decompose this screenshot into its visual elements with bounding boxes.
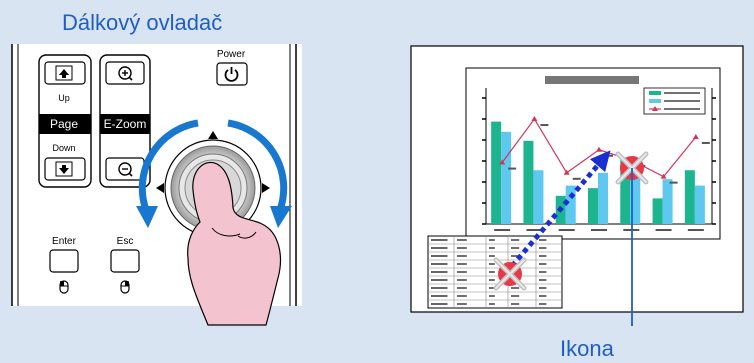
mouse-left-icon <box>59 280 69 294</box>
down-label: Down <box>52 143 75 153</box>
bar-series-1 <box>652 198 663 224</box>
rotate-left-arc <box>138 119 199 212</box>
remote-title: Dálkový ovladač <box>62 10 223 35</box>
line-point <box>531 116 538 122</box>
rotate-left-arrow-icon <box>136 206 158 228</box>
up-arrow-icon <box>59 69 69 78</box>
mouse-right-icon <box>120 280 130 294</box>
chart-title-bar <box>545 76 639 84</box>
zoom-out-icon <box>118 162 132 176</box>
move-arrow <box>510 150 611 268</box>
bar-series-1 <box>620 160 631 224</box>
esc-button[interactable] <box>110 249 140 273</box>
line-point <box>499 159 506 165</box>
power-icon <box>224 69 239 82</box>
up-label: Up <box>58 93 70 103</box>
pointer-start-icon <box>493 257 527 291</box>
pad-left-arrow-icon <box>156 183 164 193</box>
line-point <box>660 173 667 179</box>
bar-series-2 <box>694 185 705 224</box>
chart-legend <box>643 87 706 115</box>
bar-series-2 <box>565 185 576 224</box>
bar-series-2 <box>533 170 544 224</box>
bar-series-2 <box>501 131 512 224</box>
enter-button[interactable] <box>49 249 79 273</box>
bar-series-1 <box>684 170 695 224</box>
ezoom-label-band <box>100 114 150 134</box>
bar-series-1 <box>588 188 598 224</box>
table-window <box>427 235 563 309</box>
remote-control: Up Page Down E-Zoom Power Enter <box>11 44 302 326</box>
power-label: Power <box>217 49 246 60</box>
bar-series-2 <box>662 179 673 224</box>
zoom-in-icon <box>118 66 132 80</box>
ezoom-label: E-Zoom <box>104 117 147 131</box>
esc-label: Esc <box>117 236 134 247</box>
page-label-band <box>39 114 91 134</box>
down-arrow-icon <box>59 165 69 174</box>
rotate-right-arc <box>227 119 288 212</box>
line-point <box>563 169 570 175</box>
line-point <box>692 133 699 139</box>
enter-label: Enter <box>52 236 77 247</box>
bar-series-1 <box>491 121 502 224</box>
pad-right-arrow-icon <box>262 183 270 193</box>
pointing-hand <box>187 161 281 326</box>
icon-caption: Ikona <box>560 336 614 361</box>
rotate-right-arrow-icon <box>270 206 292 228</box>
bar-series-2 <box>598 172 608 224</box>
bar-series-1 <box>523 140 534 224</box>
pad-up-arrow-icon <box>208 131 218 139</box>
page-label: Page <box>50 117 78 131</box>
bar-series-2 <box>630 172 641 224</box>
